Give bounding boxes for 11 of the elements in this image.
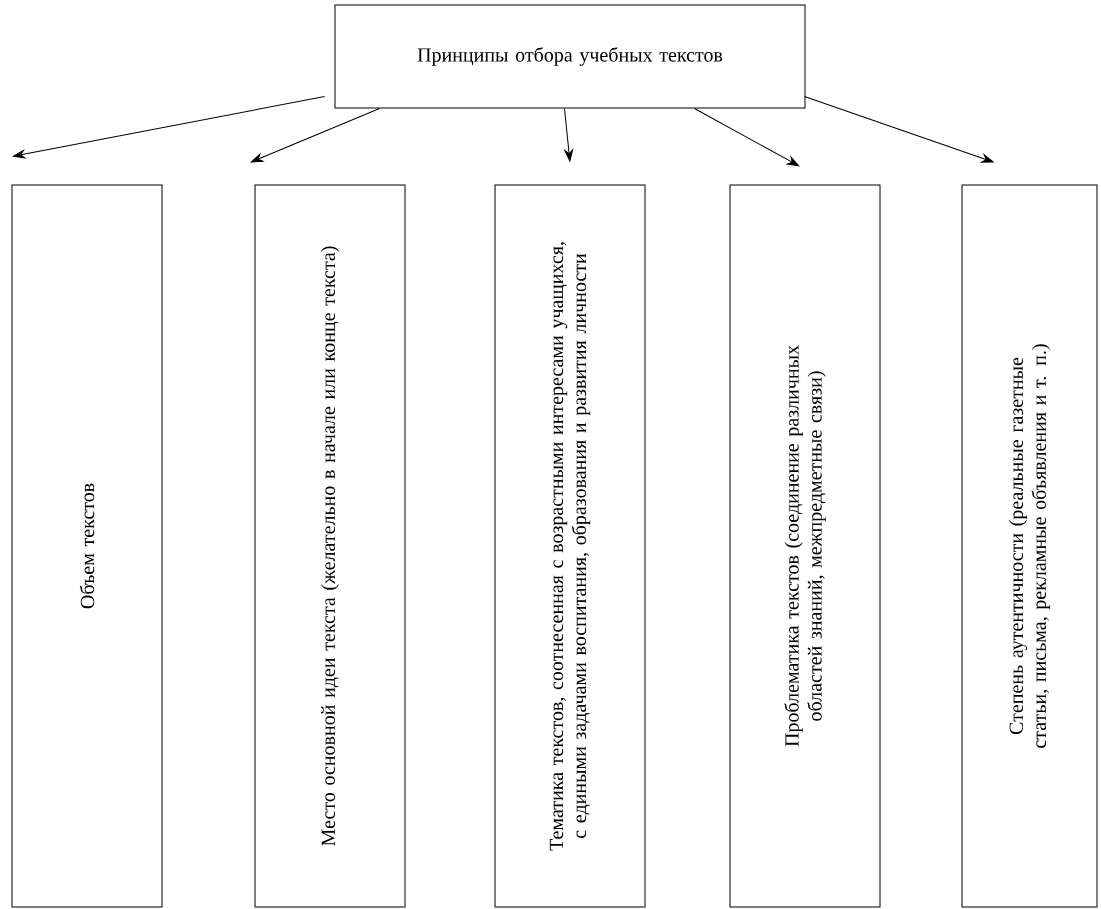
principle-box: Тематика текстов, соотнесенная с возрастными интересами учащихся, с едиными задачами воспитания, образования и развития личности bbox=[494, 184, 646, 908]
arrow bbox=[12, 96, 325, 159]
principle-box: Объем текстов bbox=[11, 184, 163, 908]
arrow bbox=[694, 108, 800, 167]
arrow bbox=[250, 108, 380, 163]
principle-box: Место основной идеи текста (желательно в начале или конце текста) bbox=[254, 184, 406, 908]
principle-box: Степень аутентичности (реальные газетные статьи, письма, рекламные объявления и т. п.) bbox=[961, 184, 1098, 908]
arrow bbox=[564, 108, 574, 162]
principle-box: Проблематика текстов (соединение различных областей знаний, межпредметные связи) bbox=[729, 184, 881, 908]
arrow bbox=[804, 96, 994, 163]
title-box: Принципы отбора учебных текстов bbox=[334, 4, 806, 109]
